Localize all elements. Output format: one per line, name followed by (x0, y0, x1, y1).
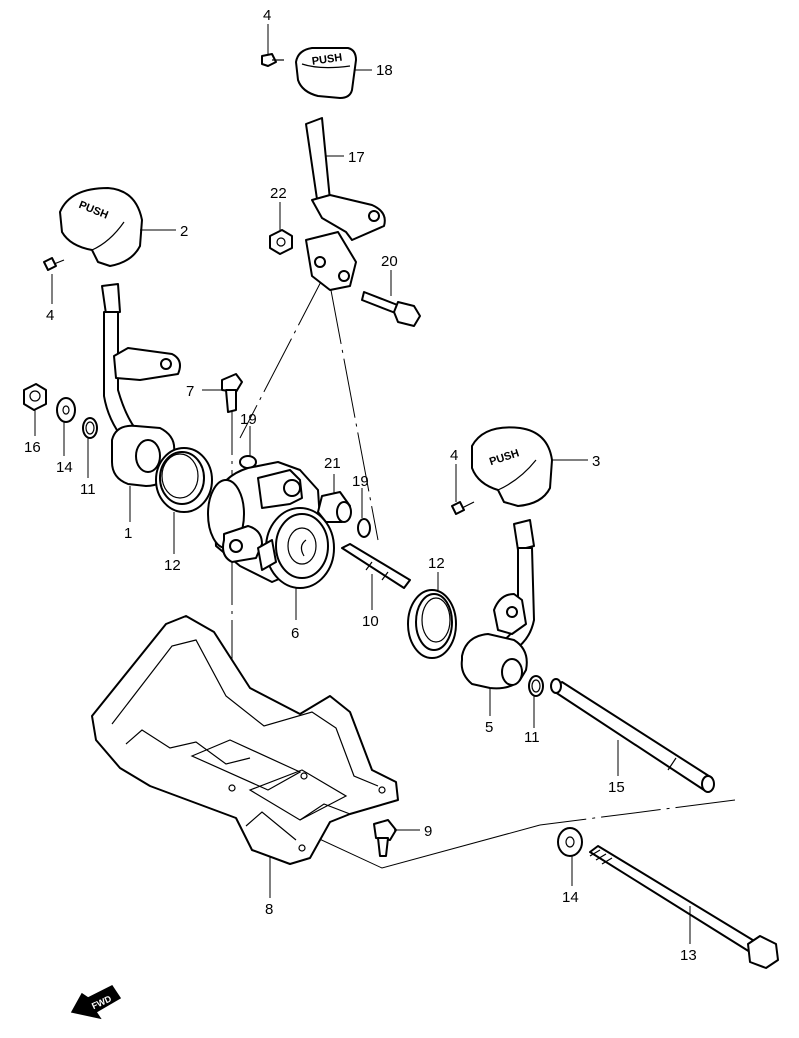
part-number-labels: 4 18 17 22 20 2 4 7 19 16 14 11 1 12 21 … (24, 7, 697, 964)
label-3: 3 (592, 453, 600, 470)
part-21-bushing (317, 491, 352, 523)
part-12-seal-left (155, 447, 213, 513)
label-14-left: 14 (56, 459, 73, 476)
label-6: 6 (291, 625, 299, 642)
label-12-left: 12 (164, 557, 181, 574)
part-6-housing (207, 461, 335, 589)
label-4-left: 4 (46, 307, 54, 324)
label-11-right: 11 (524, 729, 540, 746)
part-10-shaft (341, 543, 411, 589)
part-2-knob: PUSH (59, 187, 143, 267)
label-10: 10 (362, 613, 379, 630)
label-5: 5 (485, 719, 493, 736)
push-stamp-18: PUSH (311, 52, 343, 68)
part-9-bolt (373, 819, 397, 857)
label-12-right: 12 (428, 555, 445, 572)
label-14-right: 14 (562, 889, 579, 906)
label-17: 17 (348, 149, 365, 166)
part-18-cap: PUSH (295, 47, 357, 99)
label-4-right: 4 (450, 447, 458, 464)
label-15: 15 (608, 779, 625, 796)
part-20-bolt (361, 291, 421, 327)
part-7-bolt (221, 373, 243, 413)
label-2: 2 (180, 223, 188, 240)
label-9: 9 (424, 823, 432, 840)
part-11-oring-right (528, 675, 544, 697)
part-8-base-plate (91, 615, 399, 865)
fwd-arrow-icon: FWD (70, 985, 122, 1020)
label-16: 16 (24, 439, 41, 456)
label-21: 21 (324, 455, 341, 472)
part-13-long-bolt (589, 845, 779, 969)
part-15-shaft (550, 678, 715, 793)
part-4-screw-right (451, 501, 475, 515)
part-11-oring-left (82, 417, 98, 439)
part-22-nut (269, 229, 293, 255)
part-14-washer-right (557, 827, 583, 857)
part-17-upper-lever (305, 117, 386, 291)
label-8: 8 (265, 901, 273, 918)
part-19-oring-right (357, 518, 371, 538)
part-16-nut (23, 383, 47, 411)
label-19-right: 19 (352, 473, 369, 490)
part-14-washer-left (56, 397, 76, 423)
part-12-seal-right (407, 589, 457, 659)
leader-lines (34, 24, 691, 944)
part-3-knob: PUSH (471, 426, 553, 507)
label-7: 7 (186, 383, 194, 400)
label-13: 13 (680, 947, 697, 964)
part-4-screw-left (43, 257, 65, 271)
label-22: 22 (270, 185, 287, 202)
label-4-top: 4 (263, 7, 271, 24)
label-18: 18 (376, 62, 393, 79)
label-20: 20 (381, 253, 398, 270)
label-19-left: 19 (240, 411, 257, 428)
label-1: 1 (124, 525, 132, 542)
label-11-left: 11 (80, 481, 96, 498)
part-5-shift-lever (460, 519, 535, 690)
part-4-screw-top (261, 53, 284, 67)
